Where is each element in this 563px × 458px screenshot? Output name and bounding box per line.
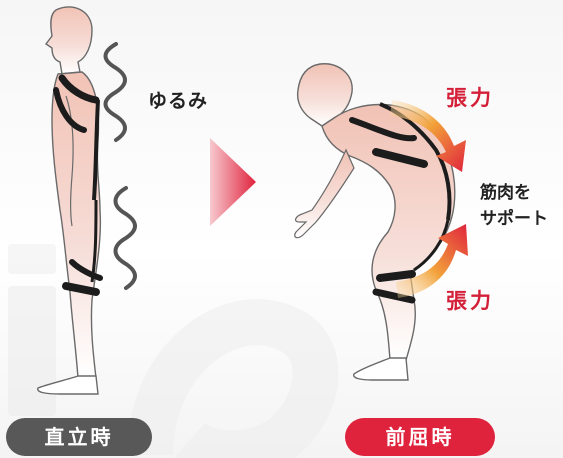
- standing-figure: [37, 6, 103, 395]
- background-watermark: [8, 244, 339, 458]
- wave-slack-icon: [103, 42, 127, 142]
- tension-label-bottom: 張力: [446, 289, 494, 313]
- wave-slack-icon: [113, 186, 137, 290]
- transition-triangle-icon: [210, 138, 256, 226]
- standing-state-badge: 直立時: [6, 418, 152, 456]
- muscle-support-label: 筋肉を サポート: [480, 183, 548, 229]
- curved-tension-arrow-icon: [396, 224, 468, 298]
- tension-label-top: 張力: [446, 86, 494, 110]
- curved-tension-arrow-icon: [390, 100, 466, 172]
- bending-figure: [294, 63, 456, 381]
- bending-state-badge: 前屈時: [345, 418, 495, 456]
- slack-label: ゆるみ: [148, 90, 209, 112]
